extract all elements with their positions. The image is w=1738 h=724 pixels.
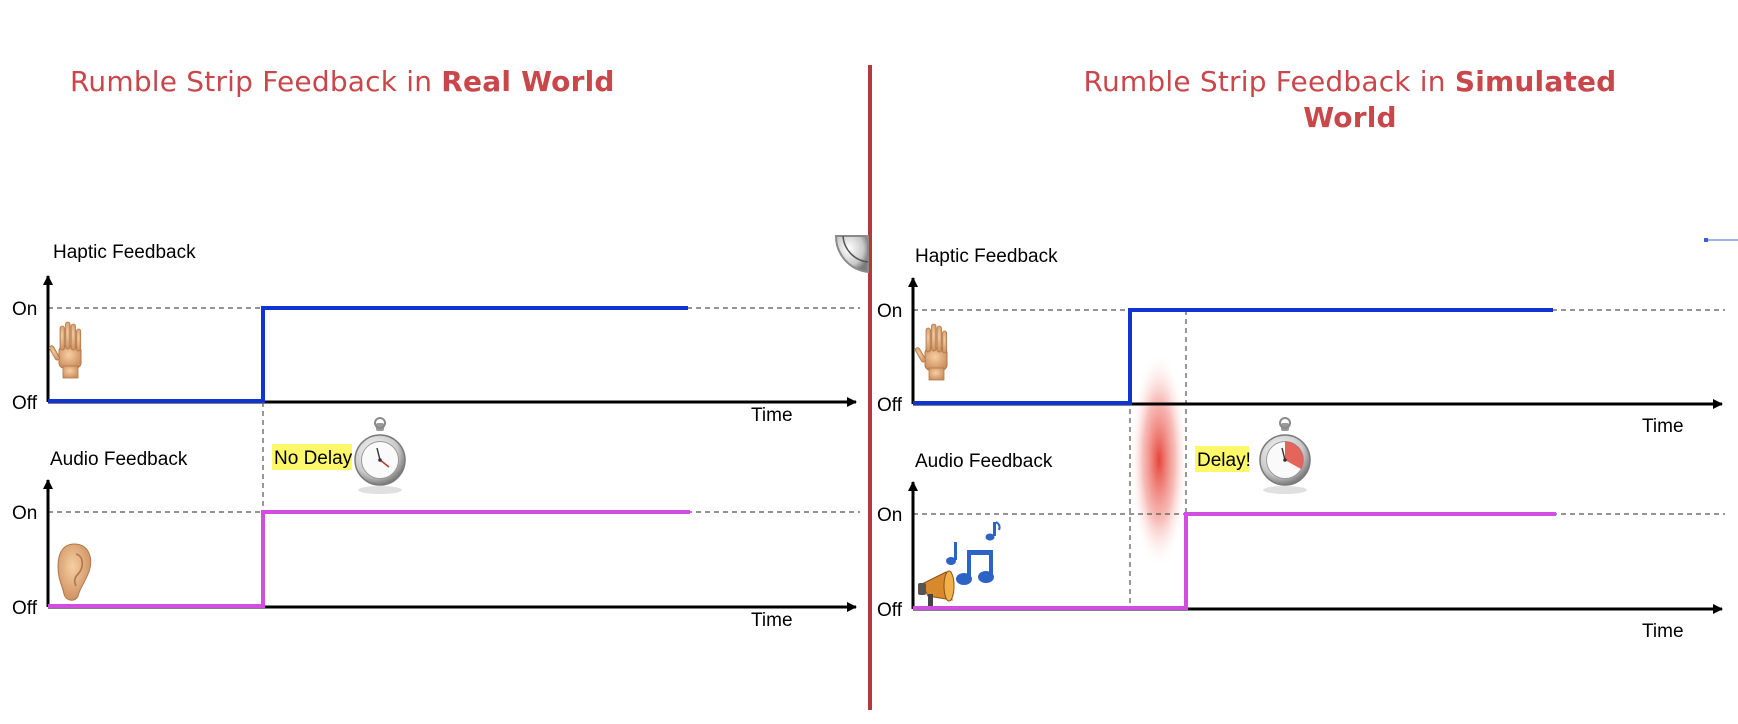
right-panel-title: Rumble Strip Feedback in Simulated World — [1083, 65, 1617, 134]
left-panel-title: Rumble Strip Feedback in Real World — [70, 65, 615, 98]
left-audio-off-label: Off — [12, 598, 38, 619]
ear-icon — [57, 543, 92, 601]
right-haptic-time-label: Time — [1642, 416, 1684, 437]
left-audio-time-label: Time — [751, 610, 793, 631]
music-notes-icon — [946, 521, 1001, 585]
left-haptic-on-label: On — [12, 299, 37, 320]
right-panel: Haptic Feedback On Off Time Delay! — [877, 246, 1725, 642]
megaphone-icon — [918, 570, 955, 606]
right-haptic-on-label: On — [877, 301, 902, 322]
right-callout-highlight — [1195, 446, 1249, 472]
right-audio-time-label: Time — [1642, 621, 1684, 642]
left-haptic-label: Haptic Feedback — [53, 242, 196, 263]
stopwatch-icon — [354, 417, 406, 494]
left-audio-on-label: On — [12, 503, 37, 524]
left-haptic-time-label: Time — [751, 405, 793, 426]
right-audio-off-label: Off — [877, 600, 903, 621]
right-haptic-signal — [913, 308, 1553, 405]
right-haptic-off-label: Off — [877, 395, 903, 416]
left-audio-signal — [48, 510, 690, 608]
edge-decoration-dot — [1704, 238, 1708, 242]
right-audio-signal — [913, 512, 1556, 610]
stopwatch-icon — [1259, 417, 1311, 494]
left-haptic-off-label: Off — [12, 393, 38, 414]
right-audio-chart: Audio Feedback On Off Time — [877, 451, 1725, 642]
right-audio-on-label: On — [877, 505, 902, 526]
partial-stopwatch-icon — [834, 235, 869, 274]
delay-glow — [1130, 350, 1188, 570]
left-audio-label: Audio Feedback — [50, 449, 188, 470]
left-haptic-chart: Haptic Feedback On Off Time — [12, 242, 860, 426]
left-audio-chart: Audio Feedback On Off Time — [12, 449, 860, 631]
left-callout-text: No Delay — [274, 448, 353, 469]
hand-icon — [48, 321, 82, 379]
right-haptic-label: Haptic Feedback — [915, 246, 1058, 267]
right-audio-label: Audio Feedback — [915, 451, 1053, 472]
left-haptic-signal — [48, 306, 688, 403]
right-haptic-chart: Haptic Feedback On Off Time — [877, 246, 1725, 437]
right-callout-text: Delay! — [1197, 450, 1251, 471]
left-callout-highlight — [272, 444, 352, 470]
hand-icon — [914, 323, 948, 381]
left-panel: Haptic Feedback On Off Time No Delay — [12, 242, 860, 631]
